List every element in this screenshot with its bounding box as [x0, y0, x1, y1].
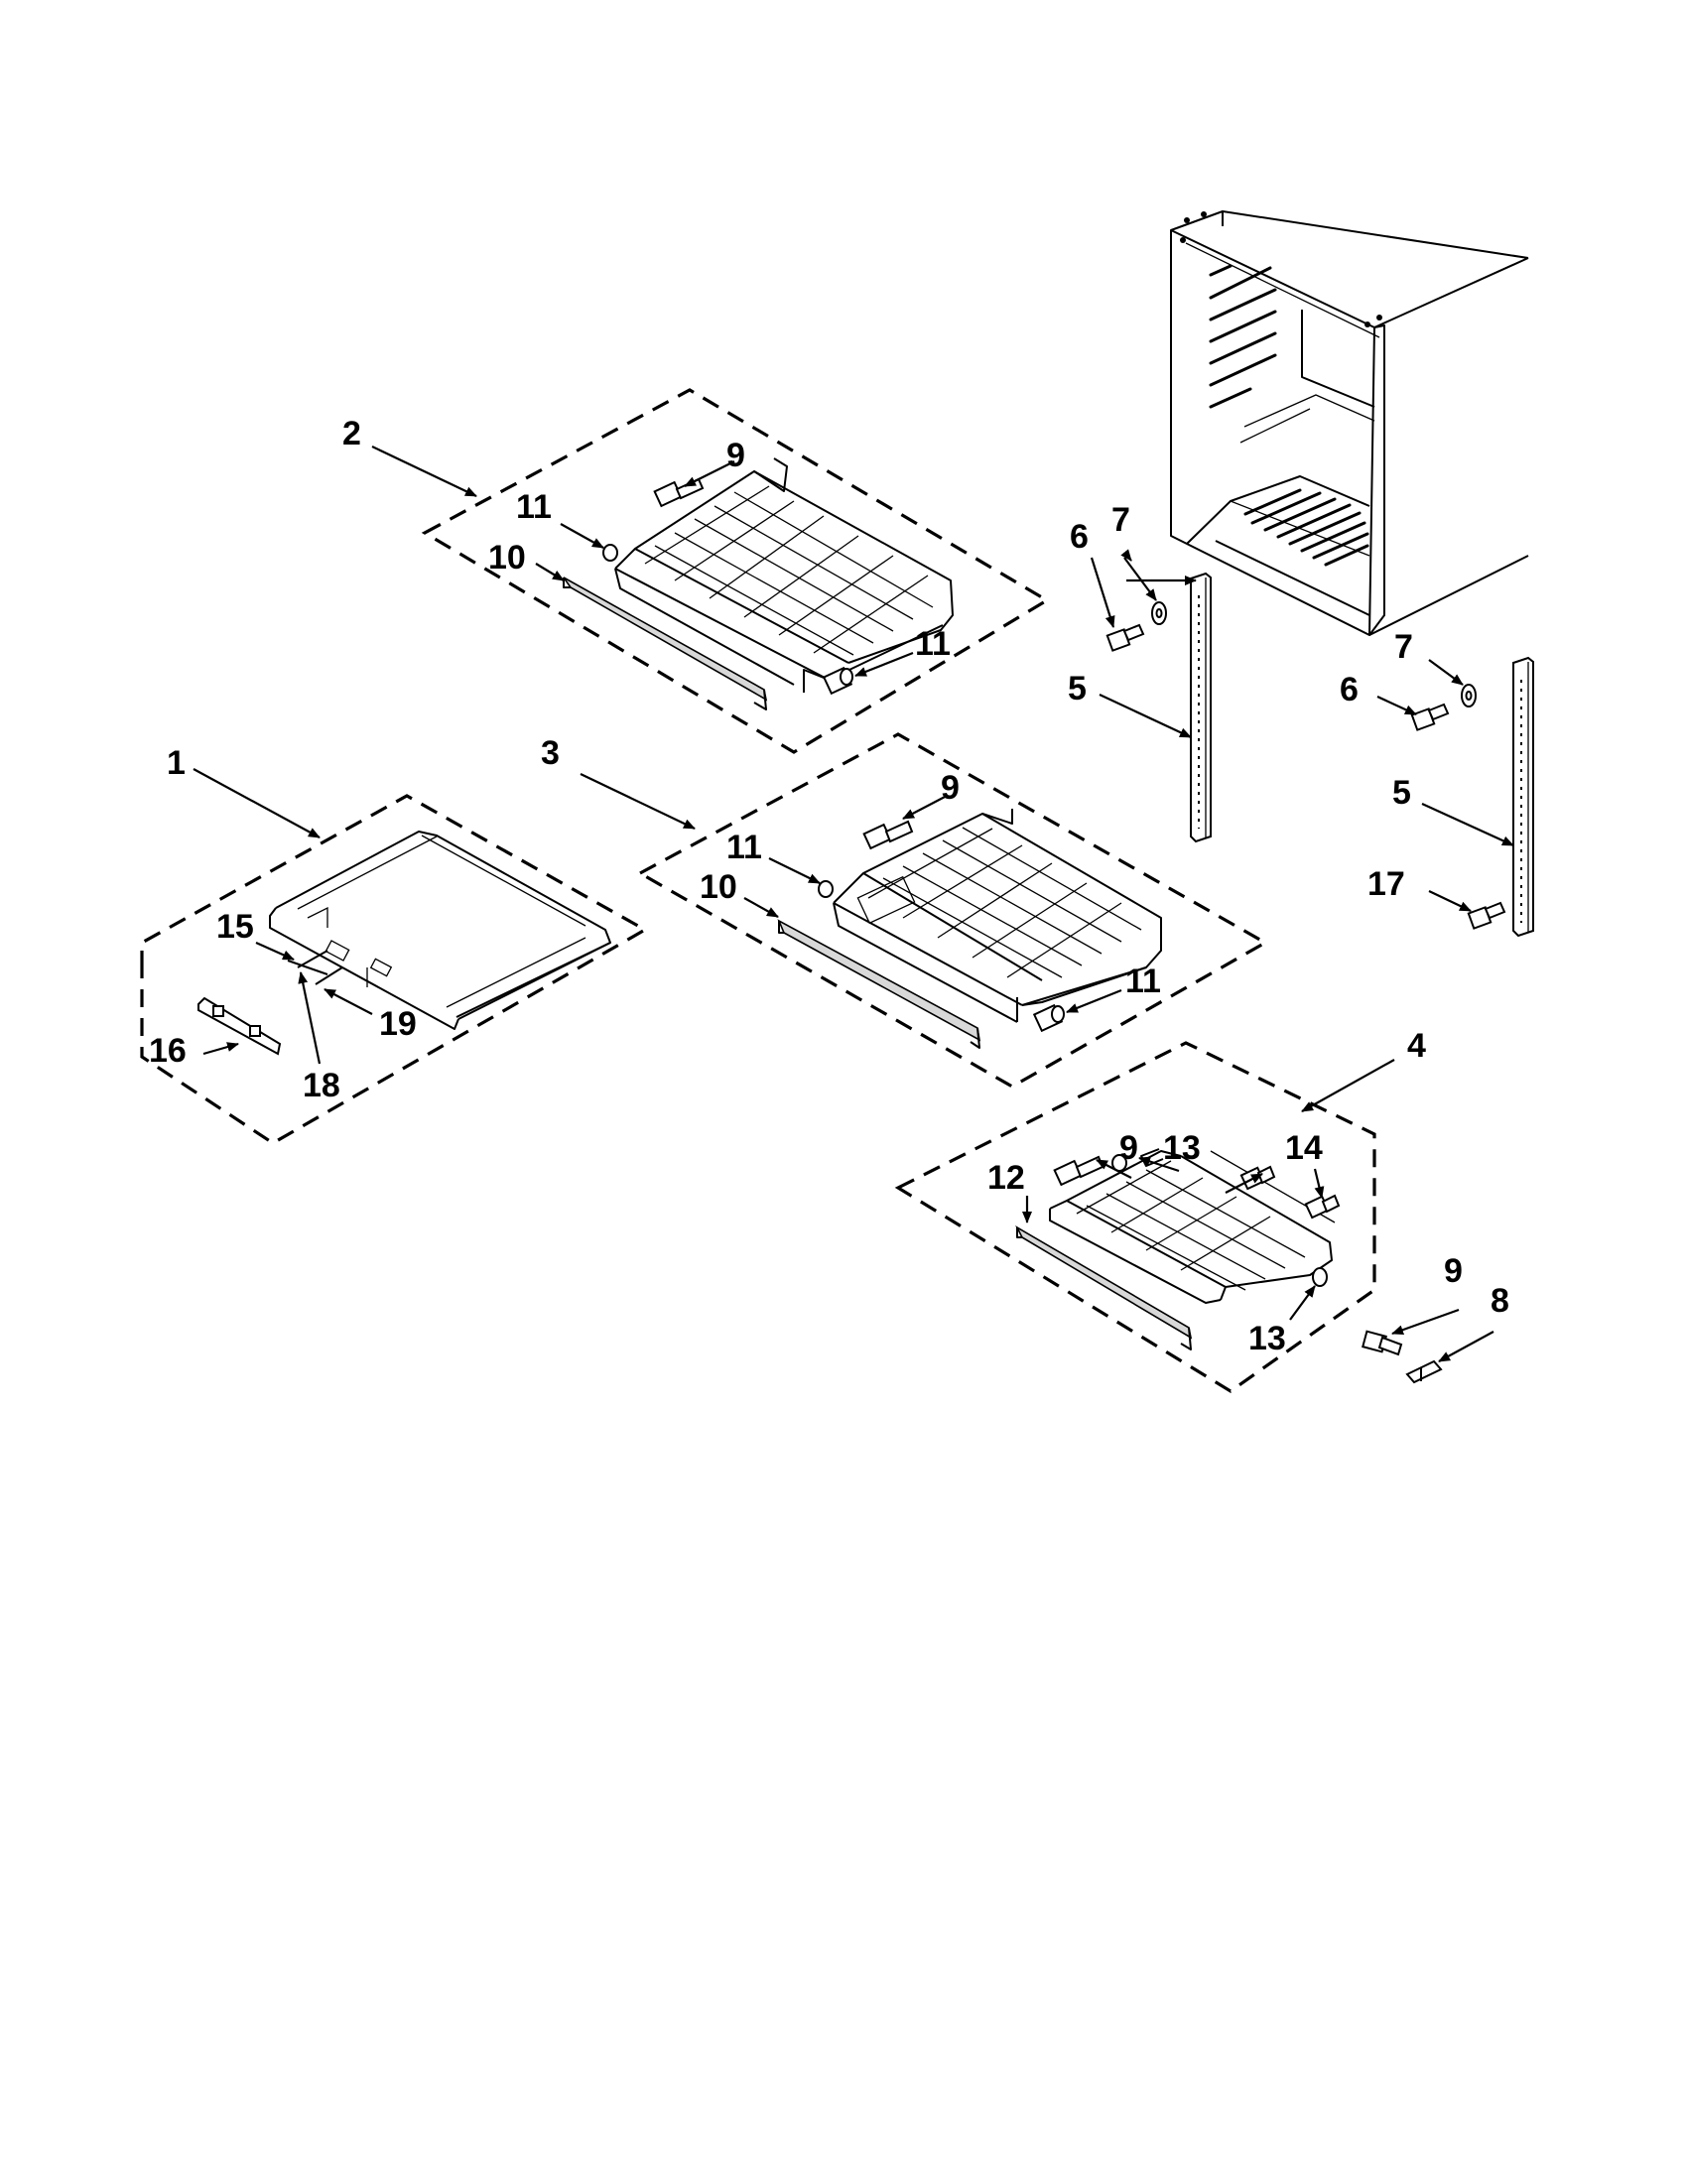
cover-panel-1: [269, 831, 611, 1030]
callout-12: 12: [987, 1159, 1025, 1197]
callout-9-drawer-3: 9: [941, 769, 960, 807]
callout-8: 8: [1491, 1282, 1509, 1320]
screw-17: [1467, 901, 1506, 930]
rail-5-left: [1190, 572, 1212, 843]
assembly-outline-1: [140, 794, 649, 1145]
drawer-3-rails: [856, 827, 1142, 978]
callout-10-drawer-3: 10: [700, 868, 737, 906]
wire-19: [315, 966, 343, 985]
callout-11-drawer-3-left: 11: [726, 829, 762, 866]
callout-10-drawer-2: 10: [488, 539, 526, 577]
callout-13-top: 13: [1163, 1129, 1201, 1167]
assembly-outline-4: [894, 1041, 1376, 1393]
cabinet-vent-slots: [1209, 264, 1369, 567]
switch-16: [197, 996, 282, 1056]
screw-6-right: [1410, 703, 1450, 731]
callout-9-assembly-4: 9: [1119, 1129, 1138, 1167]
callout-5-left: 5: [1068, 670, 1087, 707]
callout-15: 15: [216, 908, 254, 946]
assembly-outline-2: [421, 388, 1051, 754]
bolt-9-loose: [1362, 1330, 1403, 1356]
wire-18: [297, 950, 328, 968]
spacer-13-bottom: [1312, 1267, 1328, 1287]
clip-8: [1405, 1359, 1443, 1384]
callout-6-left: 6: [1070, 518, 1089, 556]
callout-6-right: 6: [1340, 671, 1359, 708]
washer-7-left: [1151, 601, 1167, 625]
callout-7-right: 7: [1394, 628, 1413, 666]
screw-14-b: [1304, 1194, 1341, 1220]
bolt-9-drawer-2: [653, 477, 705, 508]
callout-5-right: 5: [1392, 774, 1411, 812]
callout-11-drawer-2-left: 11: [516, 488, 552, 526]
drawer-2-rails: [644, 485, 934, 656]
callout-11-drawer-3-right: 11: [1125, 963, 1161, 1000]
rail-5-right: [1512, 656, 1534, 938]
trim-12: [1015, 1224, 1193, 1340]
cabinet-outline: [1170, 210, 1529, 636]
bolt-9-drawer-3: [862, 820, 914, 850]
callout-13-bottom: 13: [1248, 1320, 1286, 1357]
drawer-frame-3: [833, 809, 1162, 1023]
callout-17: 17: [1367, 865, 1405, 903]
trim-10-drawer-2: [563, 577, 768, 702]
drawer-4-rails: [1076, 1150, 1336, 1291]
callout-11-drawer-2-right: 11: [915, 625, 951, 663]
callout-9-drawer-2: 9: [726, 437, 745, 474]
callout-2: 2: [342, 415, 361, 452]
leader-lines: [193, 446, 1514, 1362]
washer-7-right: [1461, 684, 1477, 707]
callout-4: 4: [1407, 1027, 1426, 1065]
bolt-9-assembly-4: [1053, 1155, 1104, 1187]
callout-3: 3: [541, 734, 560, 772]
callout-16: 16: [149, 1032, 187, 1070]
callout-14: 14: [1285, 1129, 1323, 1167]
bushing-11-drawer-3-right: [1032, 1003, 1065, 1033]
callout-1: 1: [167, 744, 186, 782]
spacer-11-drawer-2-left: [602, 544, 618, 562]
wire-15: [287, 960, 328, 975]
spacer-11-drawer-3-left: [818, 880, 834, 898]
screw-6-left: [1105, 623, 1145, 652]
bushing-11-drawer-2-right: [822, 666, 853, 696]
callout-7-left: 7: [1111, 501, 1130, 539]
trim-10-drawer-3: [777, 919, 981, 1042]
callout-19: 19: [379, 1005, 417, 1043]
callout-9-loose: 9: [1444, 1252, 1463, 1290]
callout-labels: 2 9 11 10 11 1 3 9 11 10 11 6 7 5 7 6 5 …: [149, 415, 1509, 1357]
callout-18: 18: [303, 1067, 340, 1104]
